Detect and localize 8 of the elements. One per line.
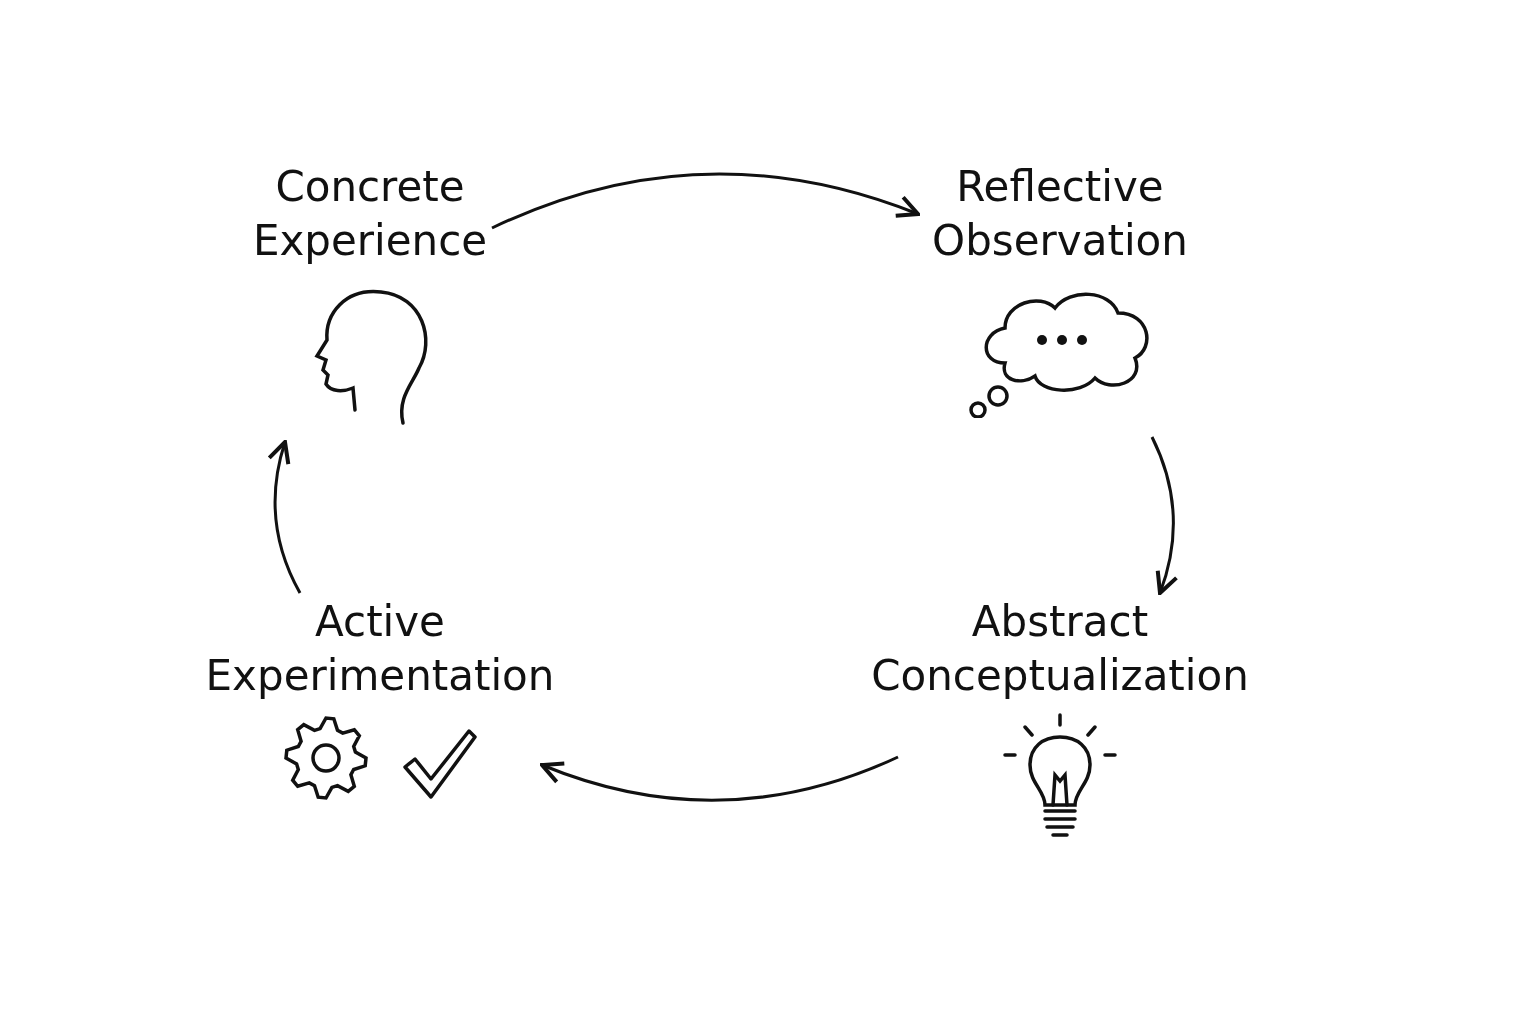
curved-arrow xyxy=(540,755,899,802)
stage-label: Active Experimentation xyxy=(205,596,555,702)
stage-label: Concrete Experience xyxy=(251,161,489,267)
stage-label: Reflective Observation xyxy=(931,161,1189,267)
curved-arrow xyxy=(1150,436,1178,595)
stage-label: Abstract Conceptualization xyxy=(871,596,1249,702)
curved-arrow xyxy=(267,440,302,594)
curved-arrow xyxy=(491,172,920,230)
